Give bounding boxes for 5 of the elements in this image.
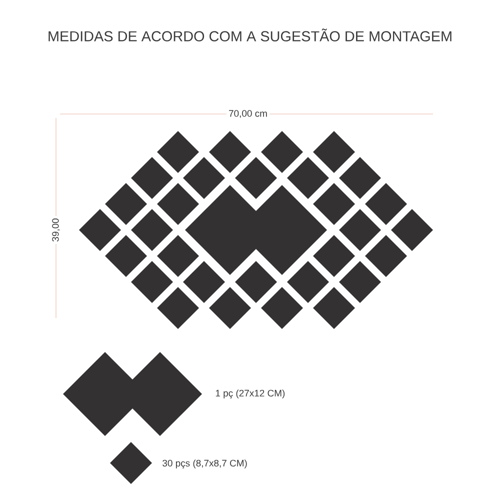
title: MEDIDAS DE ACORDO COM A SUGESTÃO DE MONTAGEM [48, 28, 452, 42]
dimension-label: 70,00 cm [226, 108, 270, 120]
dimension-label: 39,00 [50, 216, 62, 244]
piece-label: 1 pç (27x12 CM) [216, 390, 285, 398]
piece-label: 30 pçs (8,7x8,7 CM) [162, 460, 247, 468]
